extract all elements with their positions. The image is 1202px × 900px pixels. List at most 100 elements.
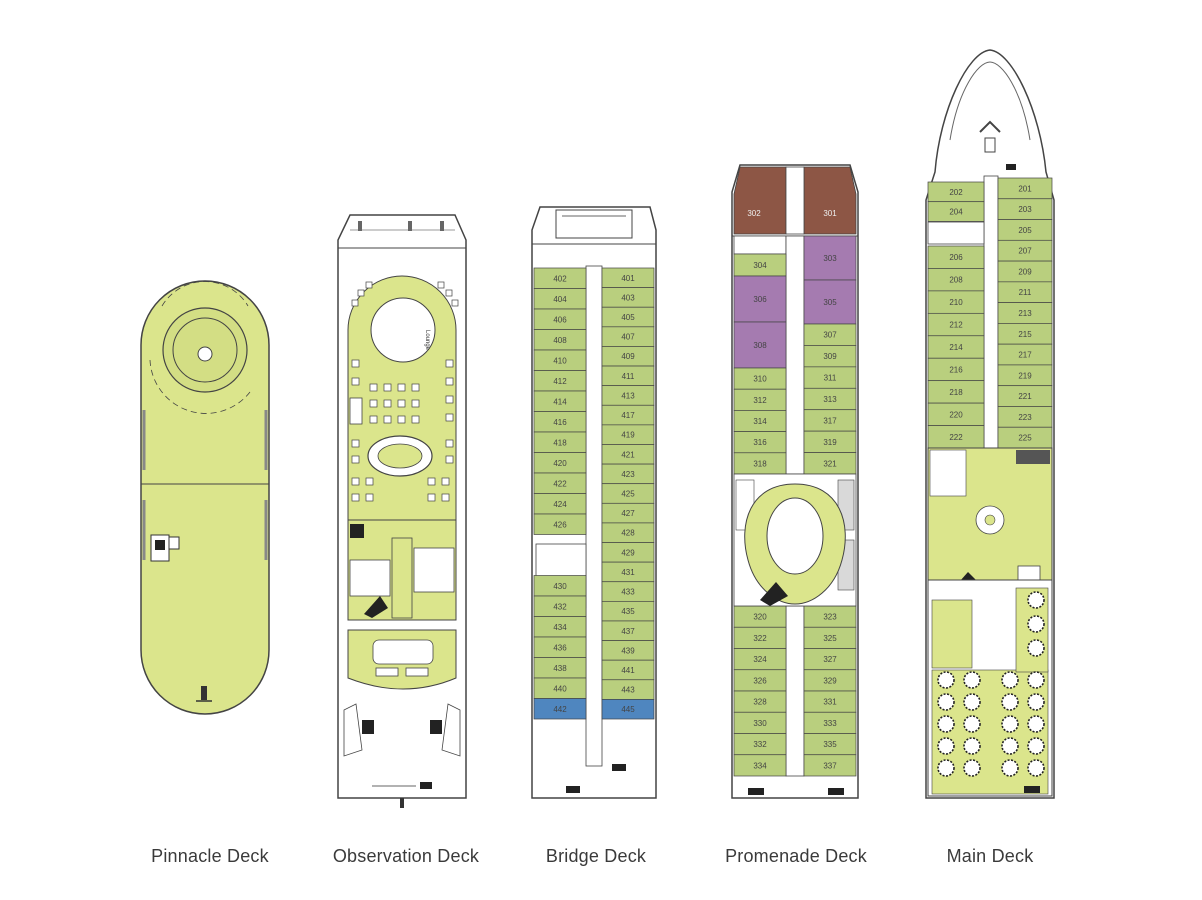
cabin[interactable]: 325: [803, 626, 857, 649]
cabin[interactable]: 445: [601, 699, 655, 720]
cabin[interactable]: 405: [601, 306, 655, 328]
cabin[interactable]: 406: [533, 308, 587, 330]
cabin[interactable]: 209: [997, 260, 1053, 283]
cabin[interactable]: 322: [733, 626, 787, 649]
cabin[interactable]: 337: [803, 754, 857, 777]
cabin[interactable]: 323: [803, 605, 857, 628]
cabin[interactable]: 223: [997, 406, 1053, 428]
cabin[interactable]: 430: [533, 575, 587, 597]
cabin[interactable]: 433: [601, 581, 655, 602]
cabin[interactable]: 440: [533, 677, 587, 699]
cabin[interactable]: 434: [533, 616, 587, 638]
cabin[interactable]: 437: [601, 620, 655, 641]
cabin[interactable]: 219: [997, 364, 1053, 387]
cabin[interactable]: 334: [733, 754, 787, 777]
cabin[interactable]: 212: [927, 312, 985, 337]
cabin[interactable]: 324: [733, 648, 787, 671]
cabin[interactable]: 421: [601, 444, 655, 465]
cabin[interactable]: 329: [803, 669, 857, 692]
cabin[interactable]: 428: [601, 522, 655, 543]
cabin[interactable]: 327: [803, 648, 857, 671]
cabin[interactable]: 220: [927, 402, 985, 426]
cabin[interactable]: 307: [803, 323, 857, 346]
cabin[interactable]: 413: [601, 385, 655, 406]
cabin[interactable]: 216: [927, 357, 985, 382]
cabin[interactable]: 422: [533, 472, 587, 494]
cabin[interactable]: 210: [927, 290, 985, 314]
cabin[interactable]: 309: [803, 345, 857, 368]
cabin[interactable]: 420: [533, 452, 587, 474]
cabin[interactable]: 313: [803, 387, 857, 411]
cabin[interactable]: 442: [533, 698, 587, 720]
cabin[interactable]: 416: [533, 411, 587, 433]
cabin[interactable]: 407: [601, 326, 655, 347]
cabin[interactable]: 403: [601, 287, 655, 308]
cabin[interactable]: 312: [733, 388, 787, 411]
cabin[interactable]: 310: [733, 367, 787, 390]
cabin[interactable]: 318: [733, 452, 787, 475]
cabin[interactable]: 326: [733, 669, 787, 692]
cabin[interactable]: 402: [533, 267, 587, 289]
cabin[interactable]: 319: [803, 430, 857, 453]
cabin[interactable]: 331: [803, 690, 857, 713]
cabin[interactable]: 214: [927, 335, 985, 359]
cabin[interactable]: 317: [803, 409, 857, 432]
cabin[interactable]: 303: [803, 235, 857, 281]
cabin[interactable]: 203: [997, 198, 1053, 220]
cabin[interactable]: 211: [997, 281, 1053, 303]
cabin[interactable]: 201: [997, 177, 1053, 200]
cabin[interactable]: 443: [601, 679, 655, 700]
cabin[interactable]: 427: [601, 502, 655, 524]
cabin[interactable]: 419: [601, 424, 655, 445]
cabin[interactable]: 411: [601, 365, 655, 387]
cabin[interactable]: 410: [533, 349, 587, 371]
cabin[interactable]: 426: [533, 513, 587, 535]
cabin[interactable]: 439: [601, 640, 655, 661]
cabin[interactable]: 408: [533, 329, 587, 351]
cabin[interactable]: 441: [601, 659, 655, 681]
cabin[interactable]: 330: [733, 711, 787, 734]
cabin[interactable]: 414: [533, 390, 587, 412]
cabin[interactable]: 221: [997, 385, 1053, 407]
cabin[interactable]: 412: [533, 370, 587, 392]
cabin[interactable]: 225: [997, 426, 1053, 449]
cabin[interactable]: 401: [601, 267, 655, 288]
cabin[interactable]: 409: [601, 346, 655, 367]
cabin[interactable]: 320: [733, 605, 787, 628]
cabin[interactable]: 333: [803, 711, 857, 734]
cabin[interactable]: 213: [997, 302, 1053, 324]
cabin[interactable]: 423: [601, 463, 655, 485]
cabin[interactable]: 204: [927, 201, 985, 222]
cabin[interactable]: 429: [601, 542, 655, 563]
cabin[interactable]: 436: [533, 636, 587, 658]
cabin[interactable]: 404: [533, 288, 587, 310]
cabin[interactable]: 208: [927, 268, 985, 292]
cabin[interactable]: 305: [803, 279, 857, 325]
cabin[interactable]: 218: [927, 380, 985, 404]
cabin[interactable]: 205: [997, 219, 1053, 241]
cabin[interactable]: 432: [533, 595, 587, 617]
cabin[interactable]: 431: [601, 561, 655, 583]
cabin[interactable]: 328: [733, 690, 787, 713]
cabin[interactable]: 304: [733, 253, 787, 277]
cabin[interactable]: 217: [997, 343, 1053, 366]
cabin[interactable]: 308: [733, 321, 787, 369]
cabin[interactable]: 424: [533, 493, 587, 515]
cabin[interactable]: 332: [733, 733, 787, 756]
cabin[interactable]: 215: [997, 323, 1053, 345]
cabin[interactable]: 438: [533, 657, 587, 679]
cabin[interactable]: 314: [733, 410, 787, 432]
cabin[interactable]: 316: [733, 431, 787, 454]
cabin[interactable]: 306: [733, 275, 787, 323]
cabin[interactable]: 311: [803, 366, 857, 389]
cabin[interactable]: 335: [803, 733, 857, 756]
cabin[interactable]: 425: [601, 483, 655, 504]
cabin[interactable]: 435: [601, 600, 655, 622]
cabin[interactable]: 321: [803, 452, 857, 475]
cabin[interactable]: 206: [927, 245, 985, 269]
cabin[interactable]: 222: [927, 425, 985, 449]
cabin[interactable]: 417: [601, 404, 655, 426]
cabin[interactable]: 418: [533, 431, 587, 453]
cabin[interactable]: 207: [997, 239, 1053, 262]
cabin[interactable]: 202: [927, 181, 985, 203]
